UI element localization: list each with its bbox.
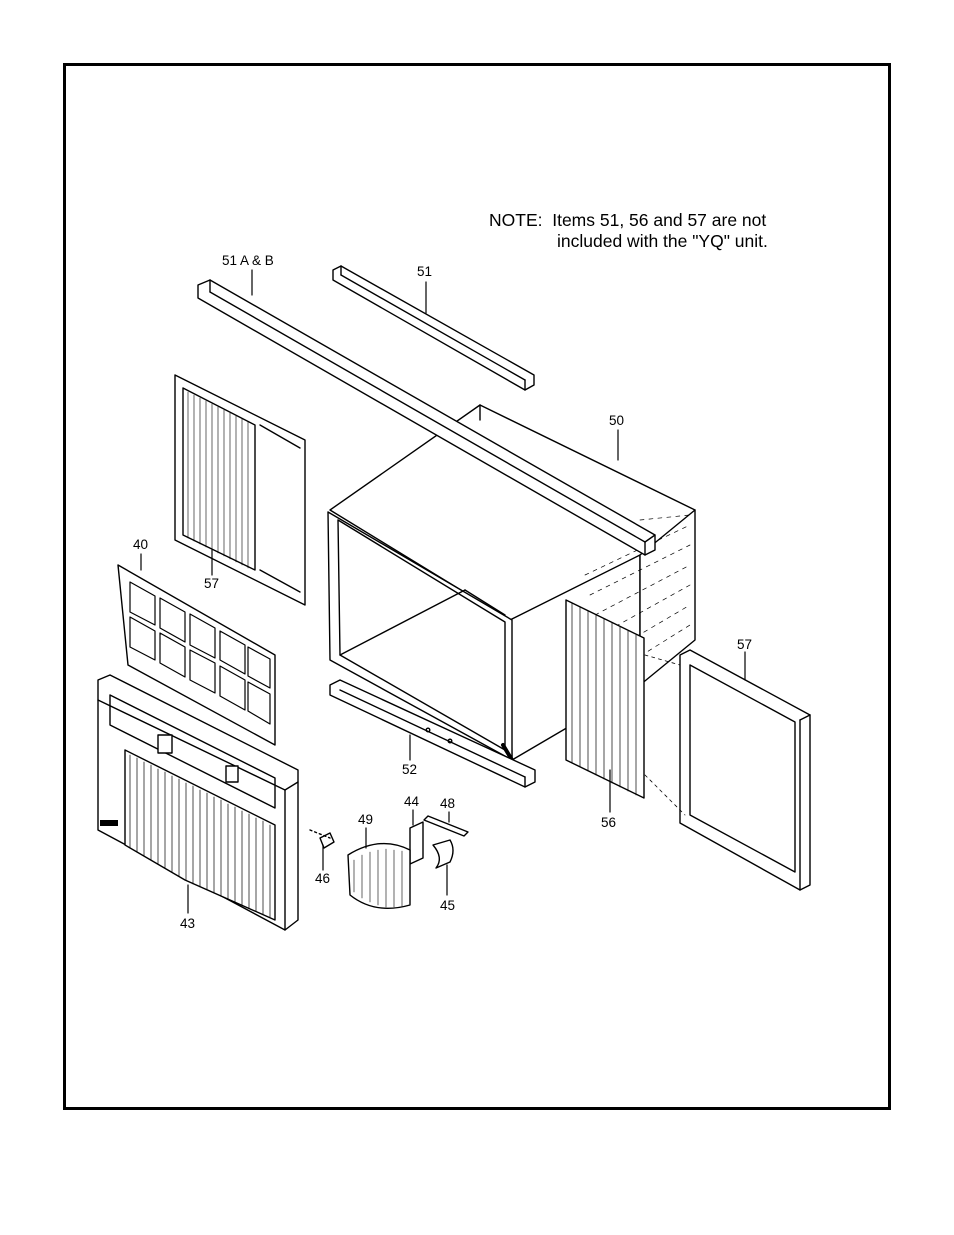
label-57-left: 57 xyxy=(204,576,219,591)
part-57-left-panel xyxy=(175,375,305,605)
label-40: 40 xyxy=(133,537,148,552)
part-48-strip xyxy=(424,816,468,836)
label-44: 44 xyxy=(404,794,419,809)
label-57-right: 57 xyxy=(737,637,752,652)
label-51: 51 xyxy=(417,264,432,279)
part-45-clip xyxy=(433,840,453,868)
label-51ab: 51 A & B xyxy=(222,253,274,268)
label-45: 45 xyxy=(440,898,455,913)
label-49: 49 xyxy=(358,812,373,827)
label-48: 48 xyxy=(440,796,455,811)
part-49-louver xyxy=(348,844,410,909)
label-46: 46 xyxy=(315,871,330,886)
part-46-knob xyxy=(310,830,334,848)
label-56: 56 xyxy=(601,815,616,830)
label-50: 50 xyxy=(609,413,624,428)
part-57-right-panel xyxy=(645,650,810,890)
part-44-bracket xyxy=(410,822,423,864)
label-43: 43 xyxy=(180,916,195,931)
label-52: 52 xyxy=(402,762,417,777)
